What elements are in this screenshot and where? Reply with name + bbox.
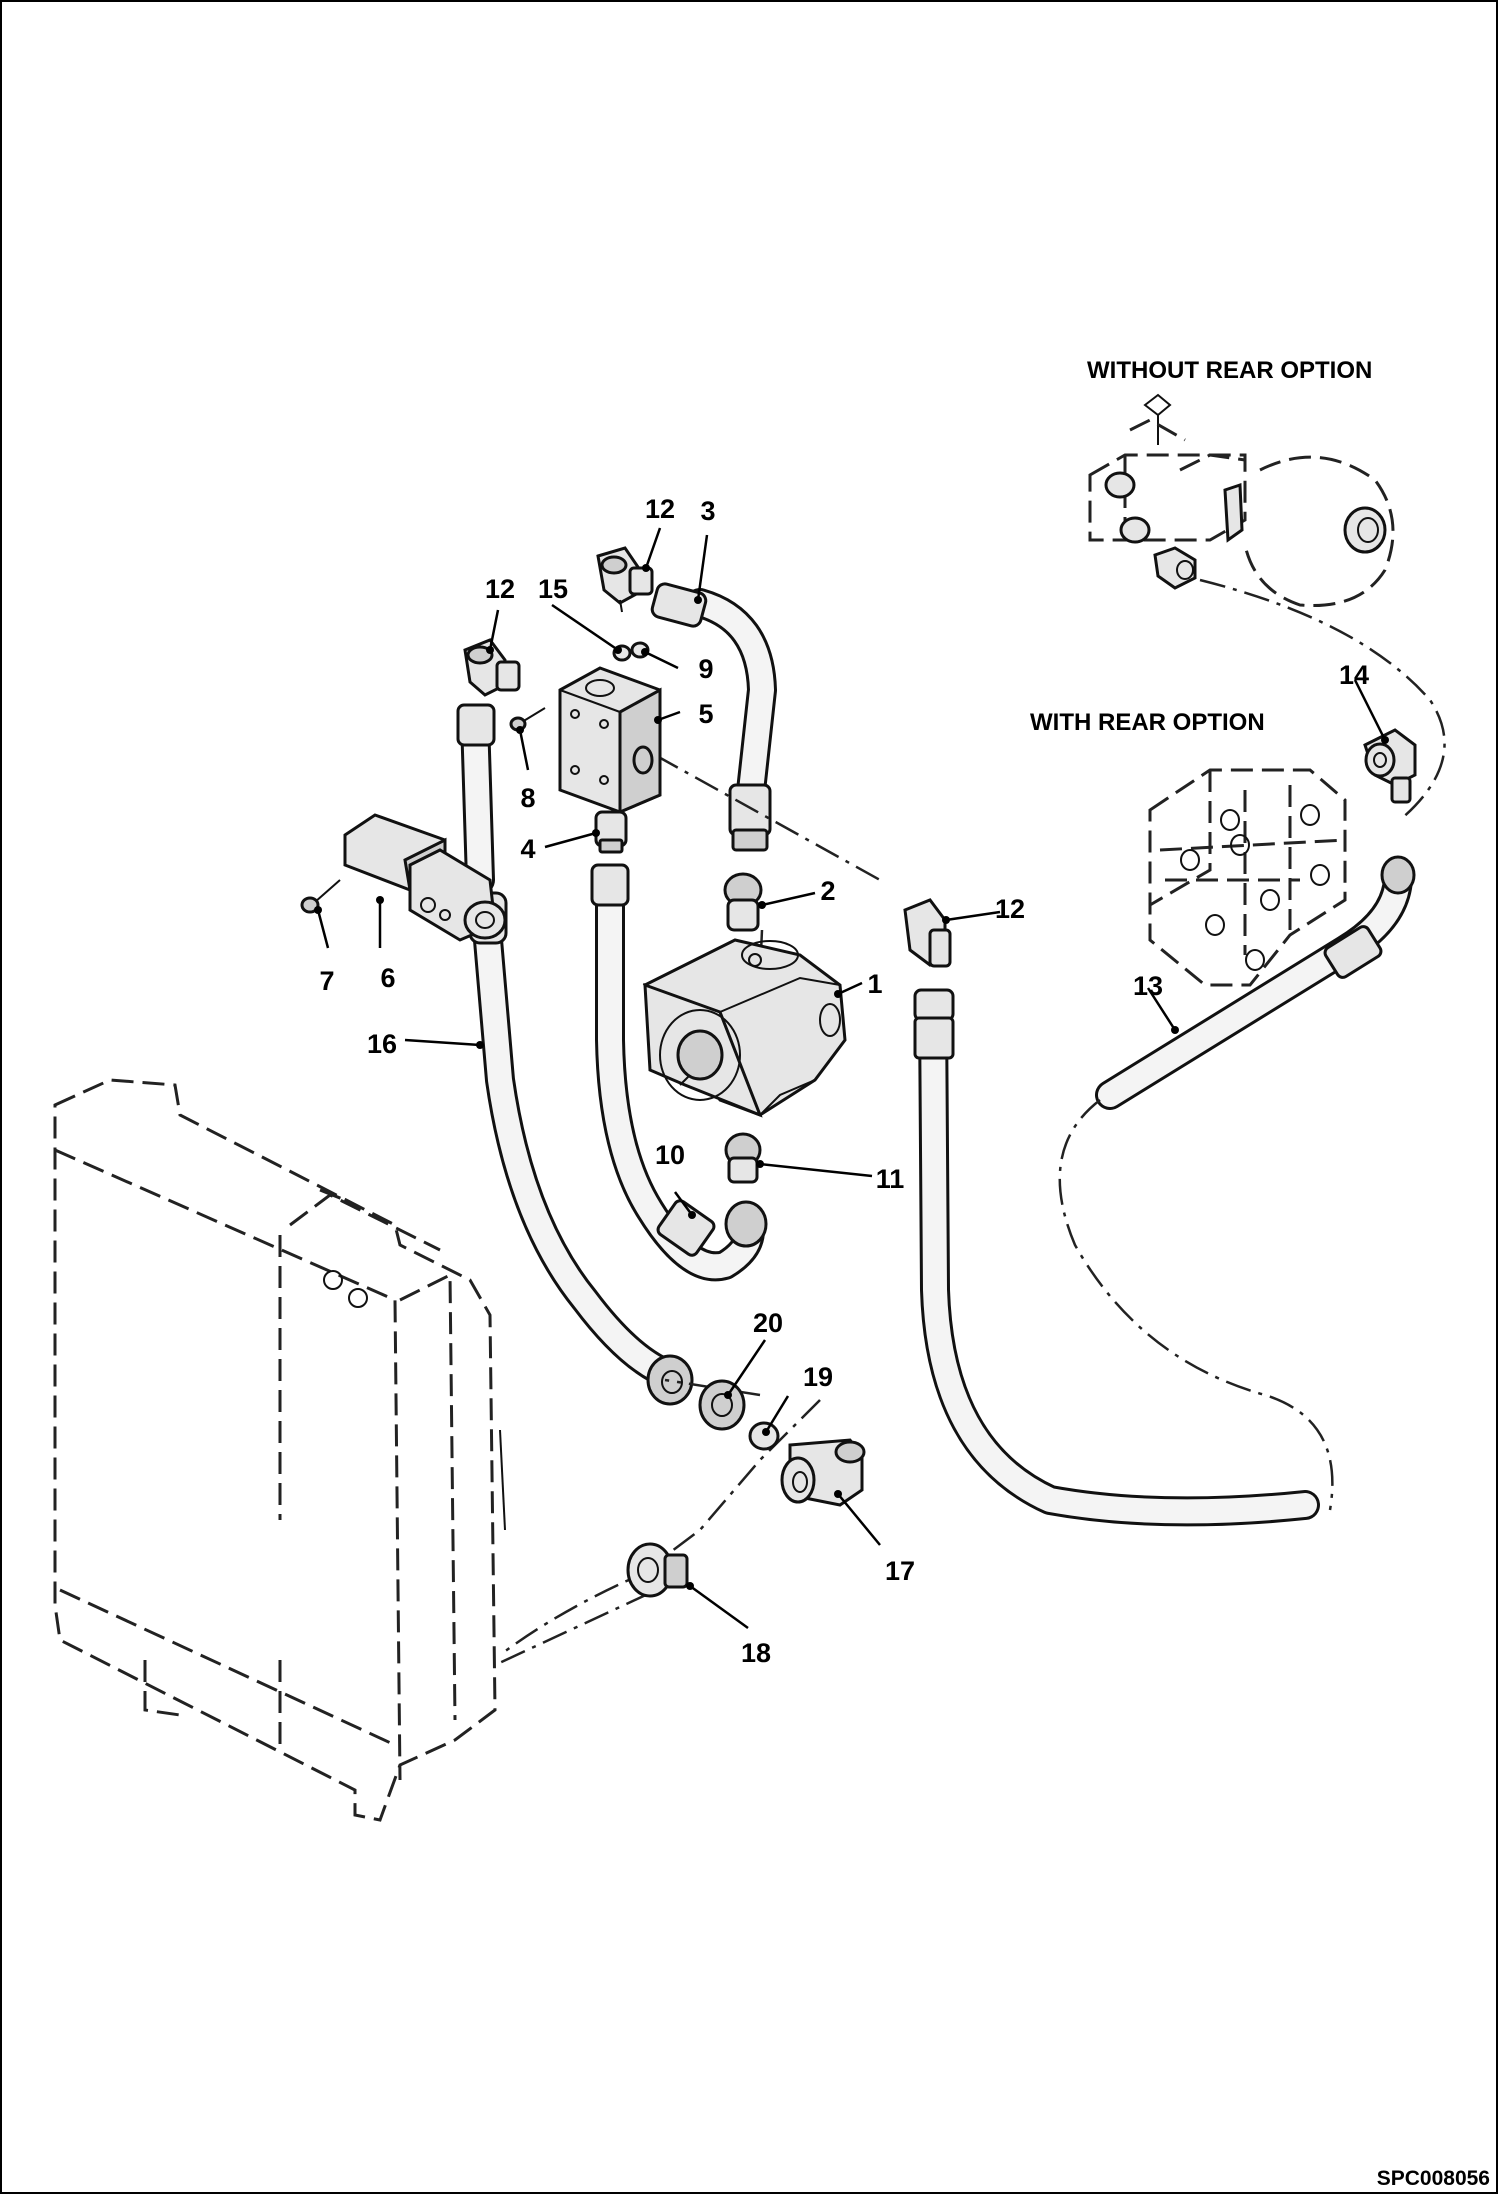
elbow-12-right: [903, 898, 952, 968]
callout-1: 1: [867, 969, 882, 999]
elbow-12-left: [463, 638, 521, 697]
callout-19: 19: [803, 1362, 833, 1392]
tee-17: [780, 1438, 866, 1507]
leader-lines: [314, 527, 1389, 1630]
callout-labels: 1 2 3 4 5 6 7 8 9 10 11 12 12 12 13 14 1…: [319, 494, 1369, 1668]
hydraulic-motor-1: [642, 938, 847, 1118]
adapter-18: [626, 1542, 689, 1598]
fitting-2: [723, 872, 763, 932]
callout-10: 10: [655, 1140, 685, 1170]
hose-right-long: [913, 988, 1320, 1527]
callout-17: 17: [885, 1556, 915, 1586]
hose-10: [590, 863, 768, 1282]
callout-14: 14: [1339, 660, 1369, 690]
elbow-12-top: [596, 546, 654, 613]
callout-4: 4: [520, 834, 535, 864]
heading-without-rear-option: WITHOUT REAR OPTION: [1087, 357, 1372, 384]
solenoid-valve-6: [343, 813, 507, 942]
callout-7: 7: [319, 966, 334, 996]
callout-8: 8: [520, 783, 535, 813]
callout-13: 13: [1133, 971, 1163, 1001]
callout-12-right: 12: [995, 894, 1025, 924]
callout-9: 9: [698, 654, 713, 684]
bolt-8: [509, 707, 546, 732]
hose-16: [473, 925, 685, 1390]
callout-20: 20: [753, 1308, 783, 1338]
elbow-14: [1363, 728, 1417, 804]
callout-5: 5: [698, 699, 713, 729]
callout-3: 3: [700, 496, 715, 526]
fitting-4: [594, 810, 628, 854]
callout-18: 18: [741, 1638, 771, 1668]
callout-12-top: 12: [645, 494, 675, 524]
oil-cooler-phantom: [53, 1078, 506, 1822]
hose-left-upper: [456, 703, 496, 895]
hose-16-nut: [646, 1354, 694, 1406]
hose-13: [1095, 855, 1416, 1110]
callout-11: 11: [876, 1164, 905, 1194]
nut-20: [698, 1379, 746, 1431]
bolt-7: [300, 879, 341, 914]
fitting-11: [724, 1132, 762, 1184]
valve-block-5: [558, 666, 662, 815]
fitting-19: [748, 1421, 780, 1451]
hose-3: [650, 582, 777, 852]
callout-6: 6: [380, 963, 395, 993]
callout-16: 16: [367, 1029, 397, 1059]
inset-without-rear-option: [1088, 393, 1395, 608]
callout-12-left: 12: [485, 574, 515, 604]
callout-2: 2: [820, 876, 835, 906]
inset-with-rear-option: [1148, 768, 1347, 987]
heading-with-rear-option: WITH REAR OPTION: [1030, 709, 1265, 736]
document-id: SPC008056: [1377, 2167, 1490, 2190]
callout-15: 15: [538, 574, 568, 604]
